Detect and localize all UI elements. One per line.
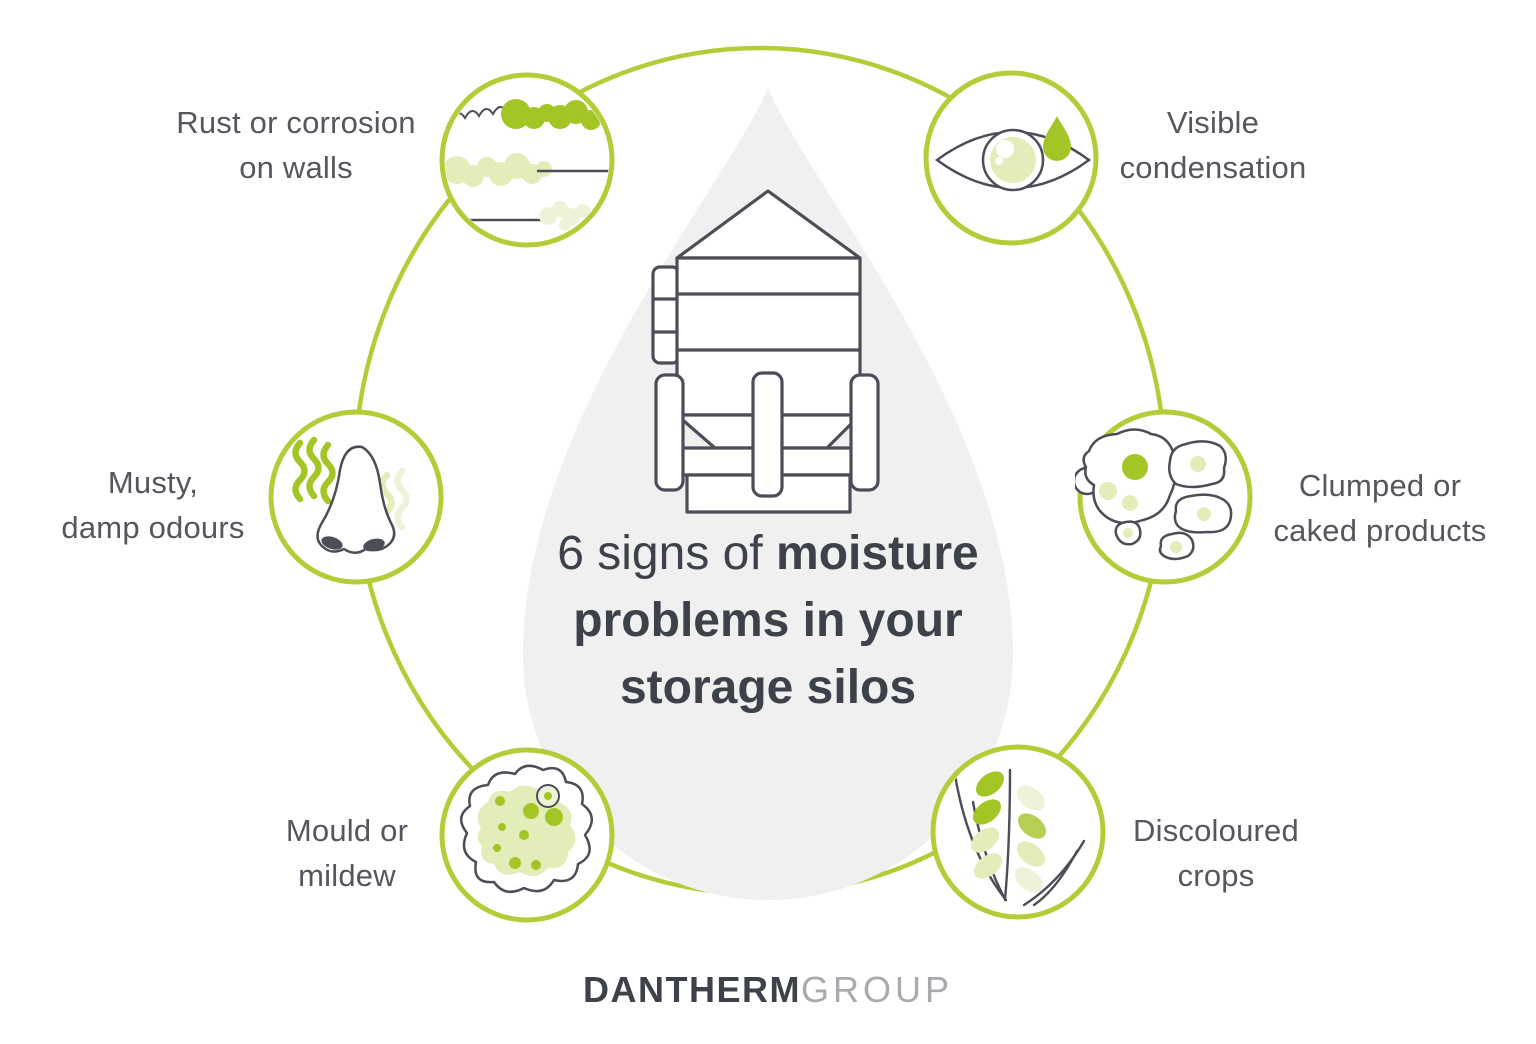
nose-icon: [268, 409, 444, 585]
sign-clumped-badge: [1075, 407, 1255, 587]
silo-leg-left: [654, 373, 685, 492]
sign-condensation-label-line1: Visible: [1166, 105, 1260, 140]
mould-blob-icon: [439, 747, 615, 923]
sign-rust-label-line1: Rust or corrosion: [176, 105, 416, 140]
sign-crops-label-line2: crops: [1177, 858, 1255, 893]
sign-crops-label-line1: Discoloured: [1133, 813, 1299, 848]
wheat-crop-icon: [930, 744, 1106, 920]
sign-condensation-label-line2: condensation: [1119, 150, 1307, 185]
silo-ladder: [651, 265, 681, 365]
sign-clumped-label: Clumped or caked products: [1230, 463, 1530, 553]
silo-leg-right: [849, 373, 880, 492]
sign-clumped-label-line1: Clumped or: [1298, 468, 1462, 503]
rust-corrosion-icon: [439, 72, 615, 248]
logo-secondary: GROUP: [800, 969, 953, 1010]
dantherm-group-logo: DANTHERMGROUP: [0, 969, 1536, 1011]
sign-clumped-label-line2: caked products: [1273, 513, 1487, 548]
sign-condensation-label: Visible condensation: [1063, 100, 1363, 190]
sign-mould-badge: [437, 745, 617, 925]
sign-mould-label-line2: mildew: [298, 858, 396, 893]
title-line3: storage silos: [619, 661, 917, 714]
sign-odours-label: Musty, damp odours: [13, 460, 293, 550]
silo-illustration: [651, 189, 880, 514]
sign-mould-label-line1: Mould or: [285, 813, 409, 848]
sign-odours-label-line2: damp odours: [61, 510, 245, 545]
title-highlight: moisture: [776, 527, 979, 580]
sign-mould-label: Mould or mildew: [207, 808, 487, 898]
sign-odours-label-line1: Musty,: [107, 465, 199, 500]
eye-droplet-icon: [923, 70, 1099, 246]
sign-condensation-badge: [921, 68, 1101, 248]
sign-rust-label: Rust or corrosion on walls: [146, 100, 446, 190]
title-prefix: 6 signs of: [557, 527, 777, 580]
sign-odours-badge: [266, 407, 446, 587]
sign-crops-label: Discoloured crops: [1076, 808, 1356, 898]
sign-rust-label-line2: on walls: [239, 150, 353, 185]
sign-crops-badge: [928, 742, 1108, 922]
silo-leg-center: [751, 371, 784, 498]
title-line2: problems in your: [573, 594, 963, 647]
logo-primary: DANTHERM: [583, 969, 801, 1010]
clumped-products-icon: [1075, 409, 1253, 585]
title-line1: 6 signs of moisture: [478, 520, 1058, 587]
sign-rust-badge: [437, 70, 617, 250]
page-title: 6 signs of moisture problems in your sto…: [478, 520, 1058, 721]
